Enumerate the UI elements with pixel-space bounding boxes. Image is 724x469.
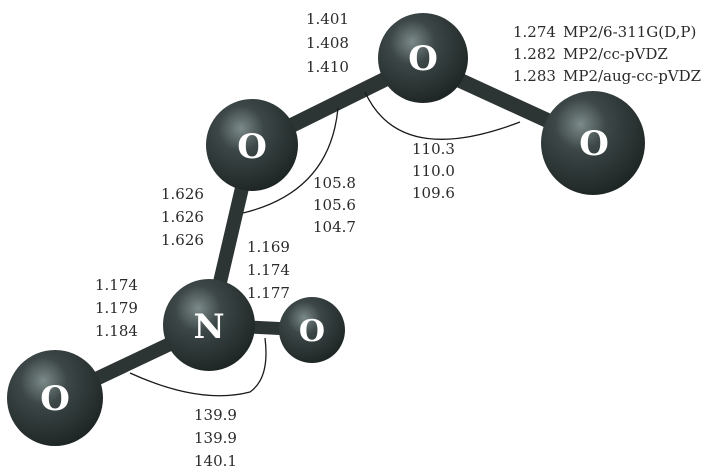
bond-n-o1-values: 1.626 1.626 1.626 [161,185,204,249]
bond-o2-o3-values: 1.274 1.282 1.283 [513,23,556,85]
method-label: MP2/cc-pVDZ [563,45,668,63]
bond-n-o4-value: 1.169 [247,238,290,256]
angle-arc-n-o1-o2 [242,107,339,214]
atom-o4: O [279,297,345,363]
bond-n-o1-value: 1.626 [161,185,204,203]
angle-arcs [129,91,521,397]
angle-o1-o2-o3-value: 110.3 [412,140,455,158]
bond-n-o1-value: 1.626 [161,208,204,226]
bond-n-o5-value: 1.184 [95,322,138,340]
bond-n-o5-value: 1.174 [95,276,138,294]
bond-o2-o3-value: 1.282 [513,45,556,63]
bond-n-o4-values: 1.169 1.174 1.177 [247,238,290,302]
atom-o1: O [206,99,298,191]
atom-o2: O [378,13,468,103]
method-label: MP2/6-311G(D,P) [563,23,696,41]
angle-o5-n-o4-value: 140.1 [194,452,237,469]
atoms: O O O N O O [7,13,645,446]
angle-n-o1-o2-value: 104.7 [313,218,356,236]
bond-o1-o2-value: 1.410 [306,58,349,76]
atom-o5: O [7,350,103,446]
angle-n-o1-o2-values: 105.8 105.6 104.7 [313,174,356,236]
atom-n-label: N [193,307,224,347]
angle-o1-o2-o3-value: 110.0 [412,162,455,180]
bond-o1-o2-value: 1.401 [306,10,349,28]
bond-n-o4-value: 1.177 [247,284,290,302]
angle-o5-n-o4-value: 139.9 [194,406,237,424]
atom-o3-label: O [579,124,609,164]
method-legend: MP2/6-311G(D,P) MP2/cc-pVDZ MP2/aug-cc-p… [563,23,701,85]
bond-o2-o3-value: 1.274 [513,23,556,41]
atom-o1-label: O [237,127,267,167]
angle-o5-n-o4-values: 139.9 139.9 140.1 [194,406,237,469]
bond-o1-o2-values: 1.401 1.408 1.410 [306,10,349,76]
method-label: MP2/aug-cc-pVDZ [563,67,701,85]
angle-o1-o2-o3-value: 109.6 [412,184,455,202]
angle-o5-n-o4-value: 139.9 [194,429,237,447]
atom-o4-label: O [299,314,325,349]
angle-n-o1-o2-value: 105.6 [313,196,356,214]
angle-n-o1-o2-value: 105.8 [313,174,356,192]
bond-n-o4-value: 1.174 [247,261,290,279]
bond-n-o1-value: 1.626 [161,231,204,249]
bond-o2-o3-value: 1.283 [513,67,556,85]
bond-o1-o2-value: 1.408 [306,34,349,52]
atom-o5-label: O [40,379,70,419]
angle-arc-o1-o2-o3 [364,91,521,140]
atom-n: N [163,279,255,371]
atom-o3: O [541,91,645,195]
bond-n-o5-value: 1.179 [95,299,138,317]
atom-o2-label: O [408,39,438,79]
angle-arc-o5-n-o4 [129,337,267,397]
bond-n-o5-values: 1.174 1.179 1.184 [95,276,138,340]
angle-o1-o2-o3-values: 110.3 110.0 109.6 [412,140,455,202]
